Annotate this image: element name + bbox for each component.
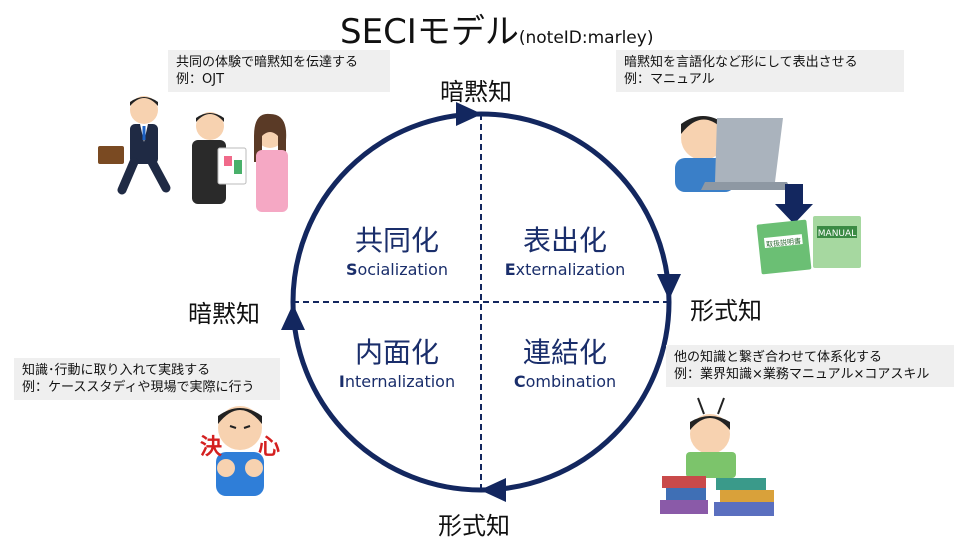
quadrant-jp-label: 内面化	[354, 336, 439, 369]
note-socialization: 共同の体験で暗黙知を伝達する 例：OJT	[168, 50, 390, 92]
pole-left-tacit: 暗黙知	[188, 300, 260, 328]
book-icon	[686, 452, 736, 478]
manual-book-left	[756, 219, 812, 275]
svg-text:MANUAL: MANUAL	[818, 229, 856, 239]
manual-illustration: 取扱説明書 MANUAL	[675, 116, 861, 275]
pole-bottom-explicit: 形式知	[438, 512, 510, 540]
quadrant-externalization: 表出化 Externalization	[470, 224, 660, 279]
pole-right-explicit: 形式知	[690, 297, 762, 325]
quadrant-socialization: 共同化 Socialization	[302, 224, 492, 279]
quadrant-en-label: Combination	[513, 372, 617, 391]
quadrant-combination: 連結化 Combination	[470, 336, 660, 391]
note-externalization: 暗黙知を言語化など形にして表出させる 例：マニュアル	[616, 50, 904, 92]
title-main: SECIモデル	[340, 12, 519, 52]
quadrant-en-label: Externalization	[504, 260, 626, 279]
svg-text:取扱説明書: 取扱説明書	[766, 236, 802, 249]
quadrant-jp-label: 共同化	[354, 224, 439, 257]
pole-top-tacit: 暗黙知	[440, 78, 512, 106]
note-internalization: 知識･行動に取り入れて実践する 例：ケーススタディや現場で実際に行う	[14, 358, 280, 400]
face-icon	[690, 414, 730, 454]
study-illustration	[660, 397, 774, 516]
face-icon	[681, 116, 725, 160]
face-icon	[196, 112, 224, 140]
arrow-top	[456, 102, 482, 126]
manual-book-right	[813, 216, 861, 268]
quadrant-jp-label: 表出化	[522, 224, 607, 257]
kanji-shin: 心	[258, 435, 280, 460]
kanji-ketsu: 決	[200, 435, 223, 460]
quadrant-jp-label: 連結化	[522, 336, 607, 369]
arrow-bottom	[480, 478, 506, 502]
note-combination: 他の知識と繋ぎ合わせて体系化する 例：業界知識×業務マニュアル×コアスキル	[666, 345, 954, 387]
briefcase-icon	[98, 146, 124, 164]
face-icon	[130, 96, 158, 124]
laptop-icon	[715, 118, 783, 182]
quadrant-en-label: Socialization	[345, 260, 449, 279]
arrow-left	[281, 304, 305, 330]
determination-illustration: 決 心	[200, 406, 280, 496]
quadrant-internalization: 内面化 Internalization	[302, 336, 492, 391]
ojt-illustration	[98, 96, 288, 212]
face-icon	[218, 406, 262, 450]
cycle-circle	[290, 111, 672, 493]
title-sub: (noteID:marley)	[518, 28, 654, 48]
arrow-down-icon	[775, 184, 813, 224]
page-title: SECIモデル(noteID:marley)	[340, 4, 653, 53]
quadrant-en-label: Internalization	[338, 372, 456, 391]
arrow-right	[657, 274, 681, 300]
